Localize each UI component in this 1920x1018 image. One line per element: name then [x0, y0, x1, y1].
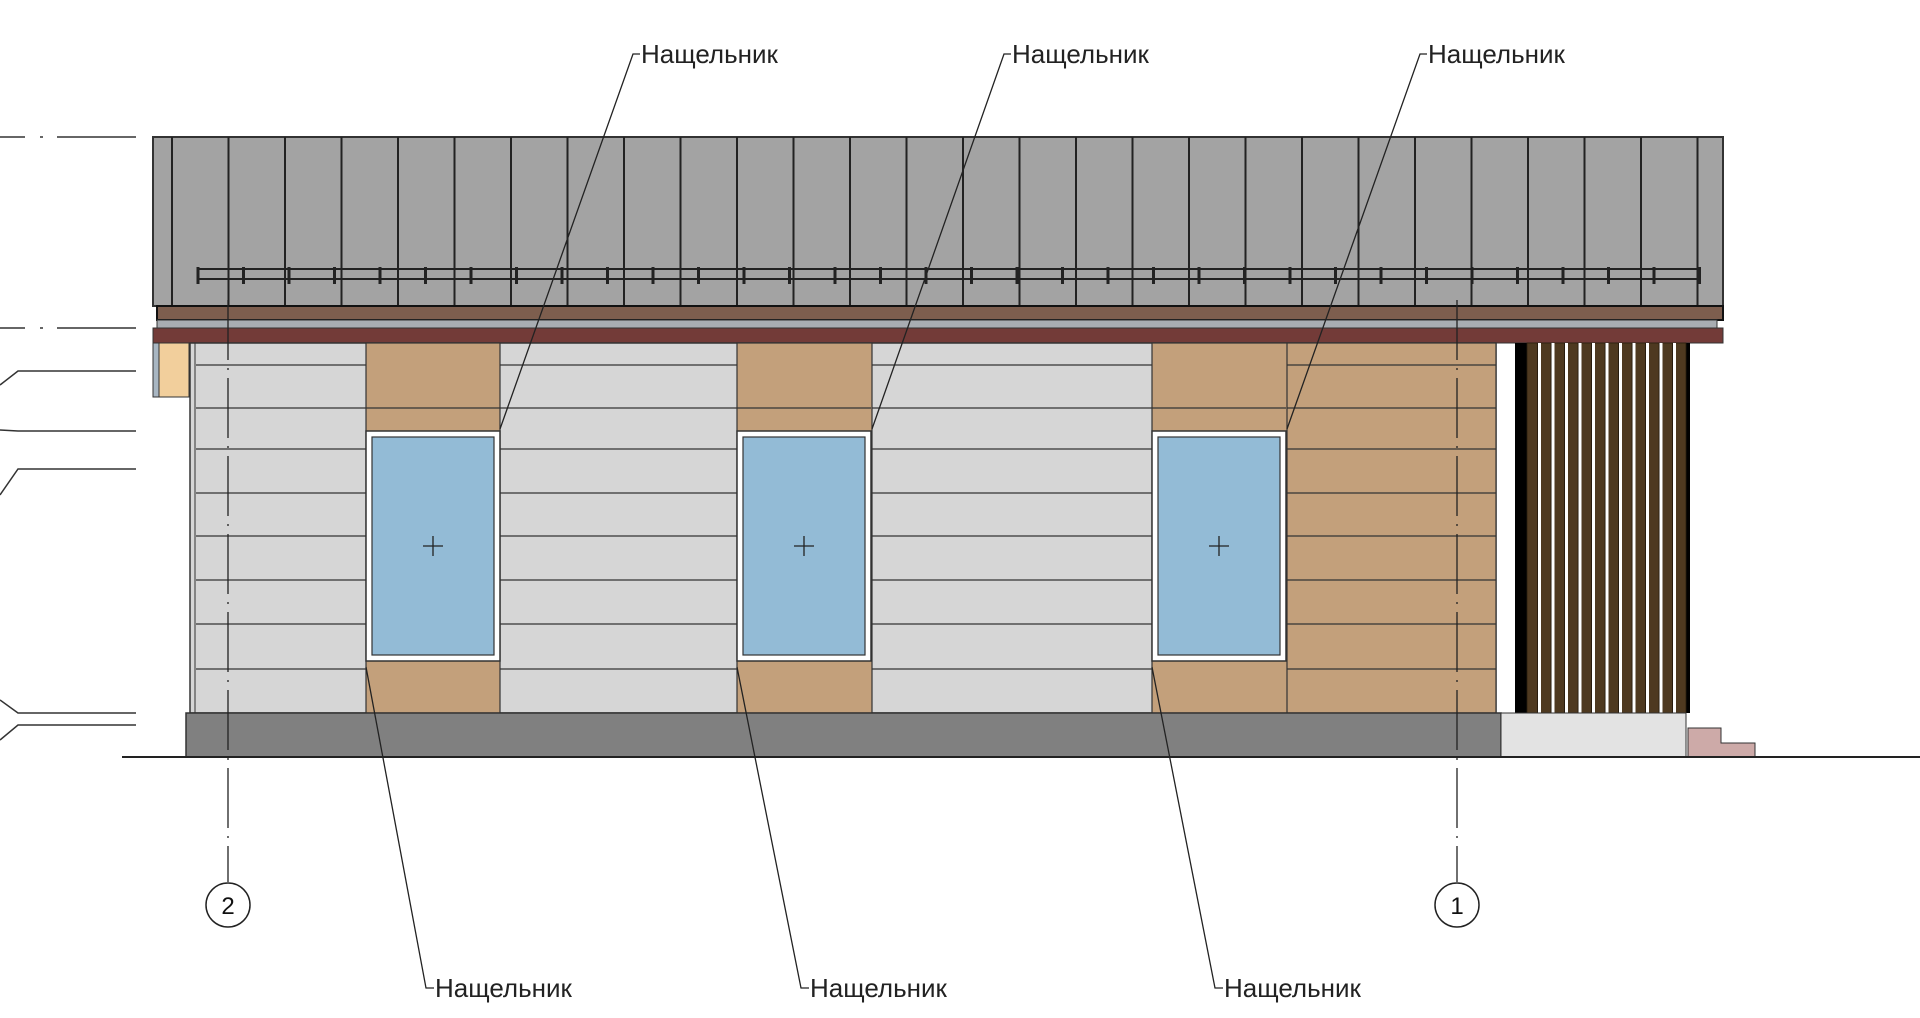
corner-wood: [158, 342, 190, 398]
callout-top-1: Нащельник: [641, 39, 779, 69]
callout-top-2: Нащельник: [1012, 39, 1150, 69]
porch-slab: [1500, 712, 1687, 758]
slat-gap: [1646, 343, 1649, 713]
slat-gap: [1619, 343, 1622, 713]
slat-gap: [1565, 343, 1568, 713]
window-center-mark: [794, 536, 814, 556]
level-marks: [0, 136, 136, 741]
wood-slat: [1634, 342, 1646, 714]
callout-bottom-1: Нащельник: [435, 973, 573, 1003]
slat-gap: [1592, 343, 1595, 713]
axis-label: 2: [221, 893, 234, 920]
fascia: [152, 327, 1724, 344]
grid-axis-2: 2: [205, 300, 251, 928]
plinth: [185, 712, 1502, 758]
eave-board: [156, 305, 1724, 321]
wood-slats: [1526, 342, 1687, 714]
window-center-mark: [1209, 536, 1229, 556]
eave-trim: [156, 319, 1718, 329]
axis-label: 1: [1450, 893, 1463, 920]
leader-lines: [365, 53, 1427, 989]
wood-slat: [1661, 342, 1673, 714]
slat-gap: [1605, 343, 1609, 713]
corner-board: [152, 342, 160, 398]
window-glass: [1157, 436, 1281, 656]
wood-slat: [1621, 342, 1633, 714]
window-center-mark: [423, 536, 443, 556]
wood-slat: [1580, 342, 1592, 714]
callout-bottom-2: Нащельник: [810, 973, 948, 1003]
wood-slat: [1607, 342, 1619, 714]
slat-gap: [1659, 343, 1663, 713]
callout-bottom-3: Нащельник: [1224, 973, 1362, 1003]
panel-joints: [196, 364, 1496, 670]
roof-panel: [152, 136, 1724, 307]
wood-slat: [1540, 342, 1552, 714]
roof-seams: [171, 137, 1699, 306]
wood-slat: [1553, 342, 1565, 714]
slat-gap: [1673, 343, 1676, 713]
slat-gap: [1578, 343, 1582, 713]
callout-top-3: Нащельник: [1428, 39, 1566, 69]
slat-gap: [1551, 343, 1555, 713]
wood-slat: [1675, 342, 1687, 714]
steps: [1687, 727, 1756, 758]
wood-slat: [1648, 342, 1660, 714]
snow-guard-rail: [196, 267, 1701, 284]
wood-slat: [1594, 342, 1606, 714]
slat-gap: [1538, 343, 1541, 713]
grid-axis-1: 1: [1434, 300, 1480, 928]
slat-gap: [1632, 343, 1636, 713]
wood-slat: [1567, 342, 1579, 714]
wood-slat: [1526, 342, 1538, 714]
